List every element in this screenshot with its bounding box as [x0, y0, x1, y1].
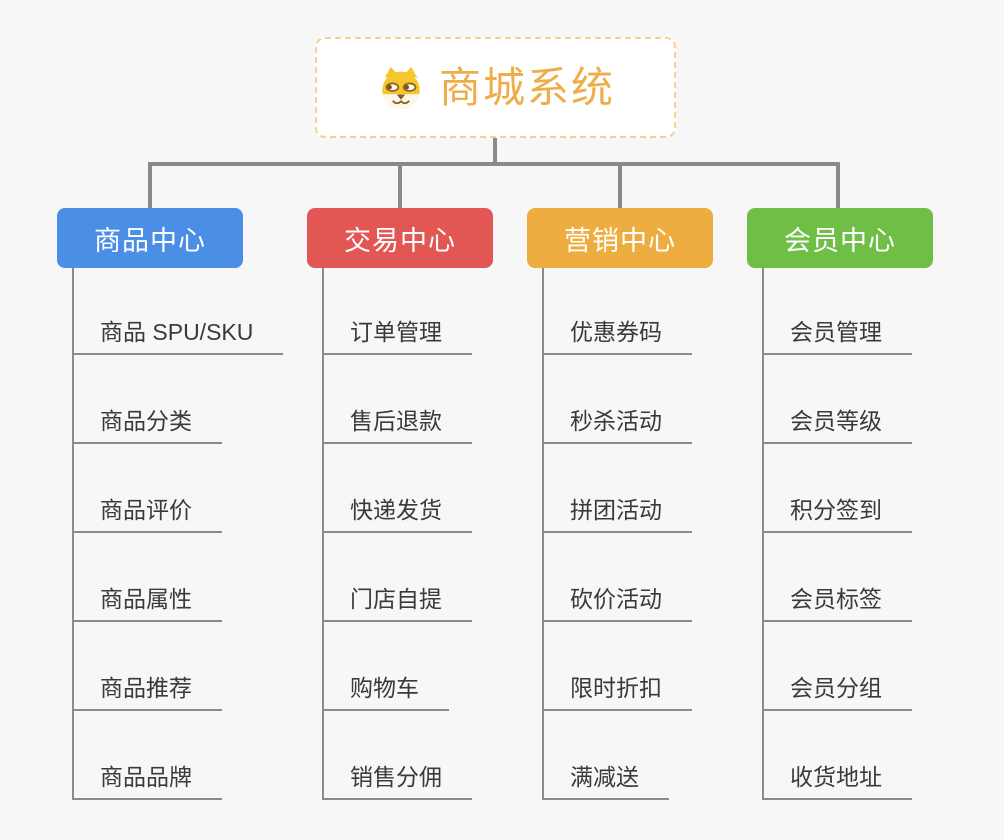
- node-item[interactable]: 商品 SPU/SKU: [72, 317, 284, 355]
- node-item[interactable]: 秒杀活动: [542, 406, 692, 444]
- node-item[interactable]: 销售分佣: [322, 762, 472, 800]
- connector-drop: [148, 164, 152, 208]
- branch-header-marketing-center[interactable]: 营销中心: [527, 208, 713, 268]
- branch-header-trade-center[interactable]: 交易中心: [307, 208, 493, 268]
- node-item[interactable]: 门店自提: [322, 584, 472, 622]
- root-node[interactable]: 商城系统: [315, 37, 676, 138]
- branch-trunk-line: [322, 268, 324, 800]
- connector-drop: [618, 164, 622, 208]
- branch-trunk-line: [542, 268, 544, 800]
- connector-horizontal: [148, 162, 840, 166]
- node-item[interactable]: 订单管理: [322, 317, 472, 355]
- node-item[interactable]: 限时折扣: [542, 673, 692, 711]
- node-item[interactable]: 快递发货: [322, 495, 472, 533]
- node-item[interactable]: 会员管理: [762, 317, 912, 355]
- node-item[interactable]: 商品分类: [72, 406, 222, 444]
- node-item[interactable]: 满减送: [542, 762, 669, 800]
- branch-member-center: 会员中心 会员管理 会员等级 积分签到 会员标签 会员分组 收货地址: [747, 208, 1004, 808]
- node-item[interactable]: 收货地址: [762, 762, 912, 800]
- node-item[interactable]: 商品评价: [72, 495, 222, 533]
- node-item[interactable]: 积分签到: [762, 495, 912, 533]
- branch-marketing-center: 营销中心 优惠券码 秒杀活动 拼团活动 砍价活动 限时折扣 满减送: [527, 208, 817, 808]
- node-item[interactable]: 商品属性: [72, 584, 222, 622]
- shiba-dog-icon: [376, 65, 426, 111]
- node-item[interactable]: 商品品牌: [72, 762, 222, 800]
- node-item[interactable]: 优惠券码: [542, 317, 692, 355]
- branch-product-center: 商品中心 商品 SPU/SKU 商品分类 商品评价 商品属性 商品推荐 商品品牌: [57, 208, 347, 808]
- node-item[interactable]: 拼团活动: [542, 495, 692, 533]
- branch-trunk-line: [762, 268, 764, 800]
- node-item[interactable]: 购物车: [322, 673, 449, 711]
- root-title: 商城系统: [438, 63, 615, 111]
- connector-root-stub: [493, 138, 497, 164]
- node-item[interactable]: 砍价活动: [542, 584, 692, 622]
- branch-trunk-line: [72, 268, 74, 800]
- connector-drop: [836, 164, 840, 208]
- branch-header-product-center[interactable]: 商品中心: [57, 208, 243, 268]
- node-item[interactable]: 会员等级: [762, 406, 912, 444]
- branch-trade-center: 交易中心 订单管理 售后退款 快递发货 门店自提 购物车 销售分佣: [307, 208, 597, 808]
- node-item[interactable]: 商品推荐: [72, 673, 222, 711]
- node-item[interactable]: 会员标签: [762, 584, 912, 622]
- node-item[interactable]: 售后退款: [322, 406, 472, 444]
- branch-header-member-center[interactable]: 会员中心: [747, 208, 933, 268]
- node-item[interactable]: 会员分组: [762, 673, 912, 711]
- connector-drop: [398, 164, 402, 208]
